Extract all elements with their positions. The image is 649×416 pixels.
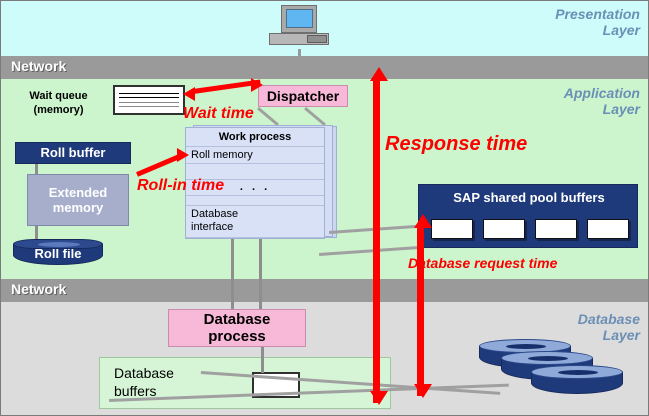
work-process-box: Work process Roll memory . . . Database … — [185, 127, 325, 239]
sap-buffer-slot — [535, 219, 577, 239]
queue-line — [119, 101, 179, 103]
extended-memory-box: Extended memory — [27, 174, 129, 226]
roll-file-label: Roll file — [13, 244, 103, 265]
database-request-time-label: Database request time — [408, 255, 558, 271]
wait-queue-label: Wait queue (memory) — [29, 90, 88, 116]
sap-buffer-slot — [431, 219, 473, 239]
wp-database-connector-right — [259, 239, 262, 311]
monitor-screen — [286, 9, 313, 28]
wp-database-connector-left — [231, 239, 234, 311]
wait-time-label: Wait time — [183, 105, 254, 122]
dbprocess-buffer-connector — [261, 347, 264, 373]
response-time-label: Response time — [385, 133, 528, 155]
disk-top — [501, 351, 593, 365]
database-request-time-arrow-shaft — [417, 226, 424, 396]
response-time-arrow-shaft — [373, 79, 380, 403]
dispatcher-box: Dispatcher — [258, 85, 348, 107]
response-time-arrow-head-up — [370, 67, 388, 81]
roll-in-time-arrow-head — [177, 148, 189, 162]
sap-buffer-slot — [483, 219, 525, 239]
roll-in-time-label: Roll-in time — [137, 177, 225, 194]
work-process-blank-row — [186, 164, 324, 180]
wait-queue-box — [113, 85, 185, 115]
database-buffers-label: Database buffers — [114, 365, 174, 399]
roll-buffer-box: Roll buffer — [15, 142, 131, 164]
disk-top — [531, 365, 623, 379]
roll-file-slot — [38, 242, 80, 247]
queue-line — [119, 97, 179, 99]
pc-network-connector — [298, 49, 301, 79]
disk-slot — [528, 356, 568, 361]
wait-time-arrow-head-left — [183, 87, 195, 101]
work-process-title: Work process — [186, 128, 324, 147]
network-label-top: Network — [11, 58, 67, 74]
wait-time-arrow-head-right — [251, 78, 263, 92]
desktop-computer-icon — [269, 5, 331, 49]
database-disk-stack — [479, 339, 631, 411]
database-process-box: Database process — [168, 309, 306, 347]
disk-slot — [558, 370, 598, 375]
network-label-bottom: Network — [11, 281, 67, 297]
keyboard-icon — [307, 35, 327, 43]
database-request-time-arrow-head-down — [414, 384, 432, 398]
work-process-ellipsis-row: . . . — [186, 180, 324, 196]
disk-slot — [506, 344, 546, 349]
work-process-blank-row-2 — [186, 196, 324, 206]
sap-shared-pool-buffers-title: SAP shared pool buffers — [453, 190, 605, 205]
database-request-time-arrow-head-up — [414, 214, 432, 228]
presentation-layer-label: Presentation Layer — [555, 6, 640, 38]
application-layer-label: Application Layer — [563, 85, 640, 117]
work-process-database-interface-row: Database interface — [186, 206, 324, 238]
network-band-top — [1, 56, 648, 79]
sap-shared-pool-buffers-box: SAP shared pool buffers — [418, 184, 638, 248]
monitor-bezel — [281, 5, 317, 33]
roll-file-top — [13, 239, 103, 249]
sap-buffer-slot — [587, 219, 629, 239]
presentation-layer-band — [1, 1, 648, 56]
database-layer-label: Database Layer — [577, 311, 640, 343]
network-band-bottom — [1, 279, 648, 302]
roll-file-cylinder: Roll file — [13, 239, 103, 267]
response-time-arrow-head-down — [370, 391, 388, 405]
work-process-roll-memory-row: Roll memory — [186, 147, 324, 164]
disk-platter — [531, 365, 623, 399]
queue-line — [119, 105, 179, 107]
queue-line — [119, 93, 179, 95]
